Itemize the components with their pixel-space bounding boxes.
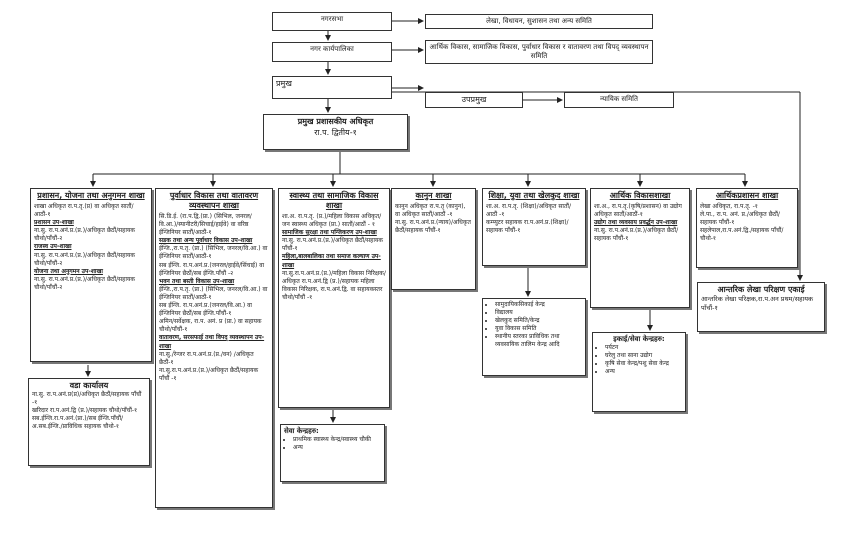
education-unit-item: स्थानीय स्तरका प्राविधिक तथा व्यवसायिक त… (495, 333, 582, 349)
branch-staff-line: ईन्जि.,रा.प.तृ. (प्रा.) (सिभिल, जनरल/वि.… (159, 245, 268, 261)
nyayik-label: न्यायिक समिति (600, 95, 638, 103)
pramukh-box: प्रमुख (272, 76, 392, 99)
branch-title: शिक्षा, युवा तथा खेलकुद शाखा (488, 191, 580, 200)
branch-title: पुर्वाधार विकास तथा वातावरण व्यवस्थापन श… (169, 191, 259, 210)
karyapalika-committee-box: आर्थिक विकास, सामाजिक विकास, पुर्वाधार व… (425, 40, 653, 64)
education-unit-item: खेलकुद समिति/केन्द्र (495, 317, 582, 325)
branch-title: प्रशासन, योजना तथा अनुगमन शाखा (37, 191, 145, 200)
karyapalika-label: नगर कार्यपालिका (310, 45, 354, 53)
econ-unit-item: घरेलु तथा साना उद्योग (605, 352, 682, 360)
education-unit-item: युवा विकास समिति (495, 325, 582, 333)
branch-education: शिक्षा, युवा तथा खेलकुद शाखा शा.अ. रा.प.त… (482, 188, 586, 266)
branch-staff-line: ले.पा., रा.प. अनं. प्र./अधिकृत छैठौं/सहा… (700, 211, 780, 227)
branch-title: आर्थिक विकासशाखा (609, 191, 671, 200)
nagarsabha-label: नगरसभा (320, 15, 344, 23)
education-unit-item: विद्यालय (495, 309, 582, 317)
branch-title: कानुन शाखा (415, 191, 452, 200)
branch-staff-line: ना.सु. रा.प.अनं.प्र.(प्र.)/अधिकृत छैठौं/… (594, 227, 679, 243)
branch-staff-line: सब ईन्जि. रा.प.अनं.प्र.(जनरल/वि.आ.) वा ई… (159, 302, 252, 318)
branch-staff-line: सहलेपाल,रा.प.अनं.द्वि./सहायक पाँचौं/चौथो… (700, 227, 784, 243)
branch-staff-line: ना.सु.रा.प.अनं.प्र.(प्र.)/महिला विकास नि… (282, 269, 386, 301)
cao-title: प्रमुख प्रशासकीय अधिकृत (297, 117, 374, 126)
ward-office-line: सब.ईन्जि.रा.प.अनं.(प्रा.)/सब ईन्जि.पाँचौ… (32, 415, 124, 431)
education-units-box: सामुदायिकसिकाई केन्द्र विद्यालय खेलकुद स… (482, 298, 586, 376)
branch-staff-line: शा.अ., रा.प.तृ.(कृषि/प्रशासन) वा उद्योग … (594, 203, 682, 219)
branch-economic: आर्थिक विकासशाखा शा.अ., रा.प.तृ.(कृषि/प्र… (590, 188, 690, 308)
sub-branch-title: सामाजिक सुरक्षा तथा पन्जिकरण उप-शाखा (282, 229, 377, 237)
branch-staff-line: ईन्जि.,रा.प.तृ. (प्रा.) (सिभिल, जनरल/वि.… (159, 285, 268, 301)
branch-law: कानुन शाखा कानुन अधिकृत रा.प.तृ (कानुन), … (391, 188, 476, 290)
sub-branch-title: भवन तथा बस्ती विकास उप-शाखा (159, 277, 235, 285)
sub-branch-title: योजना तथा अनुगमन उप-शाखा (34, 267, 103, 275)
audit-unit-body: आन्तरिक लेखा परिक्षक,रा.प.अन प्रथम/सहायक… (701, 295, 814, 312)
branch-admin-planning: प्रशासन, योजना तथा अनुगमन शाखा शाखा अधिकृ… (30, 188, 152, 362)
branch-health-social: स्वास्थ्य तथा सामाजिक विकास शाखा शा.अ. रा… (278, 188, 390, 408)
sub-branch-title: प्रशासन उप-शाखा (34, 219, 74, 227)
pramukh-label: प्रमुख (276, 79, 292, 88)
health-service-box: सेवा केन्द्रहरु: प्राथमिक स्वास्थ्य केन्… (280, 424, 385, 482)
health-service-item: अन्य (293, 444, 381, 452)
branch-staff-line: ना.सु. रा.प.अनं.प्र.(प्र.)/अधिकृत छैठौं/… (282, 237, 383, 253)
econ-unit-item: पर्यटन (605, 344, 682, 352)
branch-title: आर्थिकप्रशासन शाखा (715, 191, 779, 200)
sub-branch-title: राजस्व उप-शाखा (34, 243, 72, 251)
sub-branch-title: वातावरण, सरसफाई तथा विपद् व्यवस्थापन उप-… (159, 334, 265, 350)
branch-staff-line: ना.सु. रा.प.अनं.प्र.(प्र.)/अधिकृत छैठौं/… (34, 251, 135, 267)
branch-staff-line: सि.डि.ई. (रा.प.द्वि.(प्रा.) (सिभिल, जनरल… (159, 213, 252, 237)
sub-branch-title: महिला,बालबालिका तथा समाज कल्याण उप-शाखा (282, 253, 381, 269)
ward-office-line: ना.सु. रा.प.अनं.प्र(प्र)/अधिकृत छैठौं/सह… (32, 391, 142, 407)
ward-office-title: वडा कार्यालय (69, 381, 109, 390)
branch-staff-line: ना.सु.रा.प.अनं.प्र.(प्र.)/अधिकृत छैठौं/स… (159, 366, 259, 382)
sub-branch-title: सडक तथा अन्य पूर्वाधार विकास उप-शाखा (159, 237, 253, 245)
nagarsabha-box: नगरसभा (272, 12, 392, 31)
branch-staff-line: लेखा अधिकृत, रा.प.तृ. -१ (700, 203, 758, 210)
ward-office-line: खरिदार रा.प.अनं.द्वि (प्र.)/सहायक चौथो/प… (32, 407, 138, 415)
econ-unit-item: अन्य (605, 368, 682, 376)
branch-staff-line: सब ईन्जि. रा.प.अनं.प्र.(जनरल/हाईवे/सिंचा… (159, 261, 265, 277)
cao-box: प्रमुख प्रशासकीय अधिकृत रा.प. द्वितीय-१ (263, 114, 408, 150)
branch-staff-line: ना.सु./रेन्जर रा.प.अनं.प्र.(प्र./वन) /अध… (159, 350, 254, 366)
branch-staff-line: ना.सु. रा.प.अनं.प्र.(प्र.)/अधिकृत छैठौं/… (34, 275, 135, 291)
branch-staff-line: शाखा अधिकृत रा.प.तृ.(प्र) वा अधिकृत सातौ… (34, 203, 134, 219)
branch-staff-line: कम्प्युटर सहायक रा.प.अनं.प्र.(शिक्षा)/सह… (486, 219, 569, 235)
karyapalika-committee-label: आर्थिक विकास, सामाजिक विकास, पुर्वाधार व… (429, 43, 649, 61)
branch-staff-line: शा.अ. रा.प.तृ. (शिक्षा)/अधिकृत सातौं/आठौ… (486, 203, 571, 219)
branch-staff-line: ना.सु. रा.प.अनं.प्र.(प्र.)/अधिकृत छैठौं/… (34, 227, 135, 243)
nyayik-box: न्यायिक समिति (564, 92, 674, 108)
health-service-item: प्राथमिक स्वास्थ्य केन्द्र/स्वास्थ्य चौक… (293, 436, 381, 444)
cao-level: रा.प. द्वितीय-१ (314, 127, 357, 137)
branch-financial-admin: आर्थिकप्रशासन शाखा लेखा अधिकृत, रा.प.तृ. … (696, 188, 798, 268)
branch-infrastructure: पुर्वाधार विकास तथा वातावरण व्यवस्थापन श… (155, 188, 273, 508)
ward-office-box: वडा कार्यालय ना.सु. रा.प.अनं.प्र(प्र)/अध… (28, 378, 150, 466)
nagarsabha-committee-box: लेखा, विधायन, सुशासन तथा अन्य समिति (425, 14, 653, 29)
audit-unit-box: आन्तरिक लेखा परिक्षण एकाई आन्तरिक लेखा प… (697, 282, 825, 332)
branch-staff-line: कानुन अधिकृत रा.प.तृ (कानुन), वा अधिकृत … (395, 203, 466, 219)
upapramukh-label: उपप्रमुख (461, 95, 487, 104)
econ-units-title: इकाई/सेवा केन्द्रहरु: (613, 335, 665, 343)
branch-title: स्वास्थ्य तथा सामाजिक विकास शाखा (289, 191, 379, 210)
karyapalika-box: नगर कार्यपालिका (272, 42, 392, 62)
branch-staff-line: अमिन/सर्वेक्षक, रा.प. अनं. प्र (प्रा.) व… (159, 318, 262, 334)
upapramukh-box: उपप्रमुख (425, 92, 523, 108)
audit-unit-title: आन्तरिक लेखा परिक्षण एकाई (717, 285, 805, 294)
education-unit-item: सामुदायिकसिकाई केन्द्र (495, 301, 582, 309)
branch-staff-line: शा.अ. रा.प.तृ. (प्र.)/महिला विकास अधिकृत… (282, 213, 382, 229)
health-service-title: सेवा केन्द्रहरु: (284, 427, 319, 435)
branch-staff-line: ना.सु. रा.प.अनं.प्र.(न्याय)/अधिकृत छैठौं… (395, 219, 471, 235)
nagarsabha-committee-label: लेखा, विधायन, सुशासन तथा अन्य समिति (486, 17, 592, 25)
econ-units-box: इकाई/सेवा केन्द्रहरु: पर्यटन घरेलु तथा स… (592, 332, 686, 412)
econ-unit-item: कृषि सेवा केन्द्र/पशु सेवा केन्द्र (605, 360, 682, 368)
sub-branch-title: उद्योग तथा व्यवसाय प्रवर्द्धन उप-शाखा (594, 219, 678, 227)
